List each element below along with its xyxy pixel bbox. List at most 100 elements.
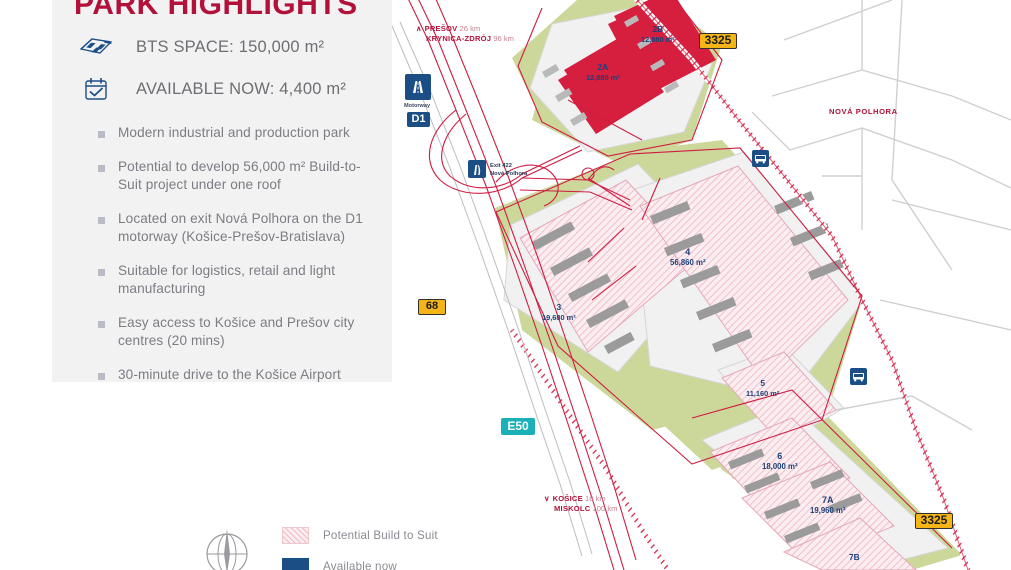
bullet-square-icon (98, 165, 105, 172)
list-item: Suitable for logistics, retail and light… (98, 262, 374, 298)
building-id-7a: 7A (822, 495, 834, 505)
motorway-icon (413, 81, 423, 93)
legend-label-available: Available now (323, 560, 397, 570)
motorway-caption: Motorway (404, 103, 431, 109)
building-area-4: 56,860 m² (670, 258, 706, 267)
highlight-text-6: 30-minute drive to the Košice Airport (118, 367, 341, 382)
secondary-road-68 (392, 21, 593, 557)
interchange-ramps (428, 109, 633, 211)
list-item: 30-minute drive to the Košice Airport (98, 366, 374, 384)
motorway-sign[interactable] (405, 74, 431, 100)
building-id-2b: 2B (652, 24, 664, 34)
list-item: Located on exit Nová Polhora on the D1 m… (98, 210, 374, 246)
minor-roads (751, 0, 1011, 431)
building-label-6: 6 18,000 m² (762, 451, 798, 471)
legend-item-bts: Potential Build to Suit (282, 527, 438, 544)
road-shield-3325-top[interactable]: 3325 (699, 33, 737, 49)
legend-swatch-bts (282, 527, 309, 544)
road-shield-68[interactable]: 68 (418, 299, 446, 315)
highlight-text-4: Suitable for logistics, retail and light… (118, 263, 336, 296)
building-label-4: 4 56,860 m² (670, 247, 706, 267)
building-label-7a: 7A 19,960 m² (810, 495, 846, 515)
bullet-square-icon (98, 373, 105, 380)
building-area-7a: 19,960 m² (810, 506, 846, 515)
building-id-2a: 2A (597, 62, 609, 72)
bus-icon (755, 154, 766, 163)
list-item: Easy access to Košice and Prešov city ce… (98, 314, 374, 350)
exit-name: Nová Polhora (490, 171, 528, 177)
building-label-2a: 2A 12,880 m² (586, 62, 620, 82)
bullet-square-icon (98, 321, 105, 328)
bullet-square-icon (98, 269, 105, 276)
motorway-d1 (408, 0, 637, 570)
direction-distance-miskolc: 100 km (592, 504, 618, 513)
direction-distance-krynica: 96 km (493, 34, 514, 43)
building-id-6: 6 (777, 451, 783, 461)
exit-sign[interactable] (468, 160, 486, 178)
bullet-square-icon (98, 217, 105, 224)
calendar-check-icon (76, 72, 116, 106)
layers-icon (76, 30, 116, 64)
building-4-shape (639, 165, 849, 383)
building-id-4: 4 (685, 247, 691, 257)
motorway-number-d1[interactable]: D1 (407, 112, 430, 127)
building-label-7b: 7B (849, 552, 860, 563)
list-item: Potential to develop 56,000 m² Build-to-… (98, 158, 374, 194)
map-graphic (392, 0, 1011, 570)
road-shield-3325-bottom[interactable]: 3325 (915, 513, 953, 529)
bus-stop-icon-south[interactable] (850, 368, 867, 385)
bullet-square-icon (98, 131, 105, 138)
building-id-5: 5 (760, 378, 765, 388)
bus-icon (853, 372, 864, 381)
direction-arrow-north: ∧ (416, 24, 422, 33)
kpi-bts-space: BTS SPACE: 150,000 m² (76, 30, 324, 64)
building-label-2b: 2B 12,880 m² (641, 24, 675, 44)
building-label-5: 5 11,160 m² (746, 378, 779, 398)
bus-stop-icon-north[interactable] (752, 150, 769, 167)
legend-item-available: Available now (282, 558, 438, 570)
page-title: PARK HIGHLIGHTS (74, 0, 358, 21)
legend-label-bts: Potential Build to Suit (323, 529, 438, 542)
park-highlights-panel: PARK HIGHLIGHTS BTS SPACE: 150,000 m (52, 0, 392, 382)
building-area-5: 11,160 m² (746, 389, 780, 398)
building-label-3: 3 19,680 m² (542, 302, 576, 322)
direction-city-presov: PREŠOV (424, 24, 458, 33)
kpi-available-now: AVAILABLE NOW: 4,400 m² (76, 72, 346, 106)
building-area-2b: 12,880 m² (641, 35, 675, 44)
exit-number: Exit 422 (490, 163, 512, 169)
building-2b-shape (608, 0, 716, 96)
highlight-text-2: Potential to develop 56,000 m² Build-to-… (118, 159, 361, 192)
highlight-text-3: Located on exit Nová Polhora on the D1 m… (118, 211, 363, 244)
railway-overlay (636, 0, 969, 570)
legend-swatch-available (282, 558, 309, 570)
direction-distance-kosice: 18 km (585, 494, 606, 503)
highlight-text-5: Easy access to Košice and Prešov city ce… (118, 315, 355, 348)
building-area-3: 19,680 m² (542, 313, 576, 322)
dock-bays-north (542, 15, 680, 127)
highlight-text-1: Modern industrial and production park (118, 125, 350, 140)
exit-label: Exit 422 Nová Polhora (490, 162, 527, 178)
direction-arrow-south: ∨ (544, 494, 550, 503)
building-id-3: 3 (556, 302, 562, 312)
building-area-2a: 12,880 m² (586, 73, 620, 82)
road-shield-e50[interactable]: E50 (501, 418, 535, 435)
site-map[interactable]: ∧PREŠOV 26 km KRYNICA-ZDRÓJ 96 km ∨KOŠIC… (392, 0, 1011, 570)
direction-city-miskolc: MISKOLC (554, 504, 591, 513)
direction-distance-presov: 26 km (459, 24, 481, 33)
direction-label-south: ∨KOŠICE 18 km MISKOLC 100 km (544, 494, 617, 514)
dock-bay-strips (532, 191, 863, 544)
building-7b-shape (782, 517, 917, 570)
kpi-bts-space-label: BTS SPACE: 150,000 m² (136, 37, 325, 56)
building-area-6: 18,000 m² (762, 462, 798, 471)
map-legend: Potential Build to Suit Available now (282, 527, 438, 570)
list-item: Modern industrial and production park (98, 124, 374, 142)
compass-rose-icon (206, 529, 248, 570)
direction-label-north: ∧PREŠOV 26 km KRYNICA-ZDRÓJ 96 km (416, 24, 514, 44)
kpi-available-now-label: AVAILABLE NOW: 4,400 m² (136, 79, 347, 98)
direction-city-kosice: KOŠICE (552, 494, 583, 503)
parcel-boundaries (495, 0, 953, 549)
village-label-nova-polhora: NOVÁ POLHORA (829, 107, 898, 116)
direction-city-krynica: KRYNICA-ZDRÓJ (426, 34, 492, 43)
building-id-7b: 7B (849, 552, 860, 562)
